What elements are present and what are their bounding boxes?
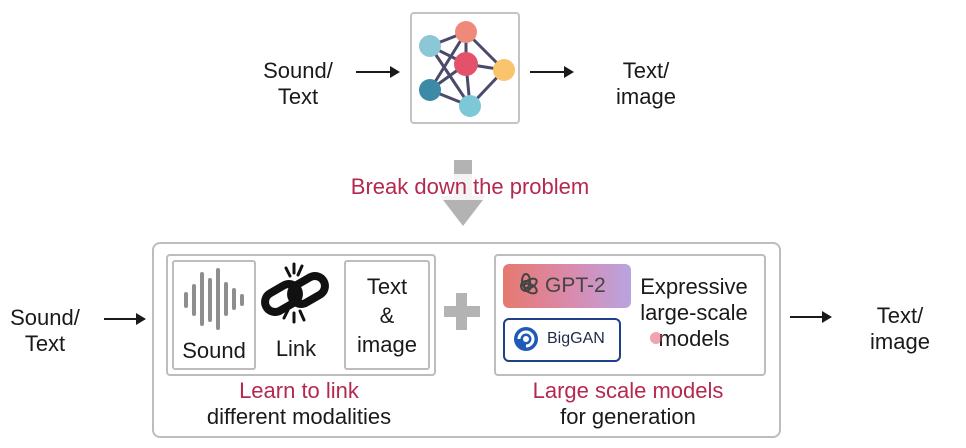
neural-network-box: [410, 12, 520, 124]
biggan-label: BigGAN: [547, 330, 605, 347]
top-output-arrow: [530, 66, 574, 78]
models-panel-caption: Large scale models for generation: [532, 378, 724, 429]
link-label: Link: [275, 336, 317, 361]
pipeline-container: [152, 242, 781, 438]
link-panel: [166, 254, 436, 376]
models-panel: [494, 254, 766, 376]
text-image-label: Text & image: [357, 274, 417, 357]
sound-wave-icon: [184, 268, 244, 330]
link-panel-caption: Learn to link different modalities: [206, 378, 392, 429]
plus-icon-vertical: [456, 293, 467, 330]
break-down-label: Break down the problem: [300, 174, 640, 200]
biggan-badge: BigGAN: [503, 318, 621, 362]
top-output-label: Text/ image: [616, 58, 676, 109]
gpt2-label: GPT-2: [545, 274, 606, 297]
cursor-dot: [650, 332, 662, 344]
top-input-label: Sound/ Text: [263, 58, 333, 109]
bottom-input-label: Sound/ Text: [10, 305, 80, 356]
bottom-input-arrow: [104, 313, 146, 325]
models-description: Expressive large-scale models: [640, 274, 748, 351]
gpt2-badge: GPT-2: [503, 264, 631, 308]
bottom-output-arrow: [790, 311, 832, 323]
sound-label: Sound: [182, 338, 246, 363]
openai-logo-icon: [520, 273, 538, 295]
top-input-arrow: [356, 66, 400, 78]
biggan-logo-icon: [514, 327, 538, 351]
chain-link-icon: [261, 262, 329, 324]
neural-network-icon: [419, 21, 515, 117]
bottom-output-label: Text/ image: [870, 303, 930, 354]
sound-card: Sound: [172, 260, 256, 370]
text-image-card: Text & image: [344, 260, 430, 370]
